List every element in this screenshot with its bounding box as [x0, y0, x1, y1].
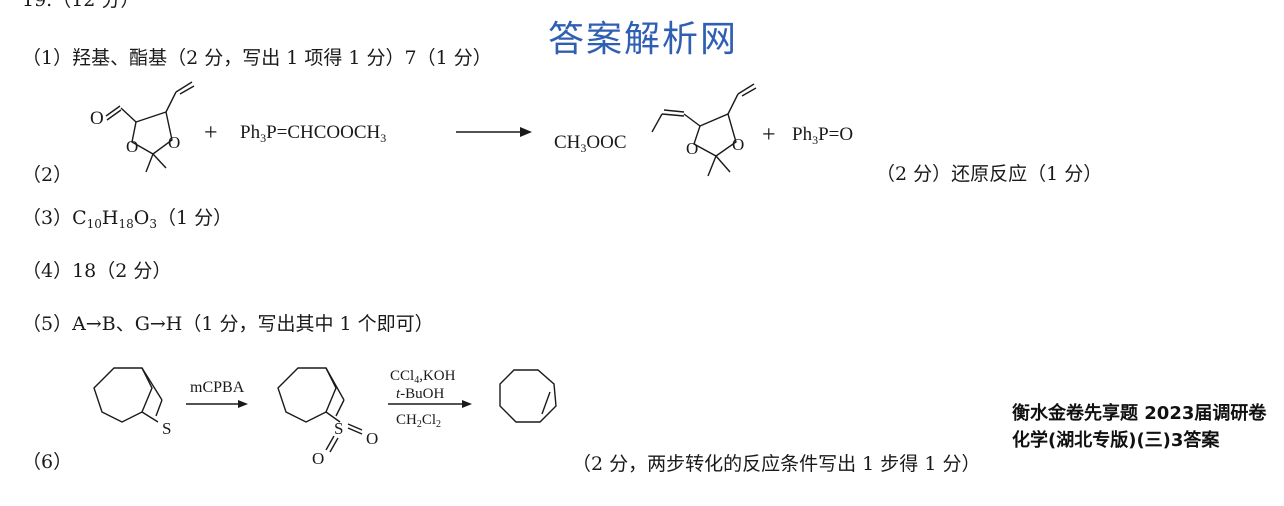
- answer-6-note: （2 分，两步转化的反应条件写出 1 步得 1 分）: [572, 453, 981, 475]
- ring-oxygen-1: O: [126, 137, 138, 156]
- product-ring-oxygen-1: O: [686, 139, 698, 158]
- sulfone-oxygen-2: O: [312, 449, 324, 468]
- step1-reagent: mCPBA: [190, 379, 245, 396]
- reaction-6-scheme: S mCPBA S O O CCl4,KOH t-BuOH CH2Cl2: [93, 367, 557, 468]
- answer-2-label: （2）: [22, 164, 73, 186]
- watermark: 答案解析网: [548, 19, 739, 60]
- step2-reagent-1: CCl4,KOH: [390, 368, 456, 386]
- step2-reagent-2: t-BuOH: [396, 386, 445, 402]
- reaction-2-scheme: O O O + Ph3P=CHCOOCH3 CH3OOC O O + Ph3P=…: [90, 81, 853, 177]
- sulfur-atom-2: S: [334, 419, 343, 438]
- molecular-formula: C10H18O3: [72, 207, 157, 231]
- sulfur-atom-1: S: [162, 419, 171, 438]
- step2-solvent: CH2Cl2: [396, 412, 441, 430]
- question-number: 19.（12 分）: [22, 0, 140, 11]
- answer-3-label: （3）: [22, 207, 73, 229]
- aldehyde-oxygen: O: [90, 108, 104, 129]
- plus-sign-1: +: [204, 120, 218, 146]
- answer-2-note: （2 分）还原反应（1 分）: [876, 163, 1103, 185]
- ester-group: CH3OOC: [554, 132, 627, 155]
- source-badge: 衡水金卷先享题 2023届调研卷 化学(湖北专版)(三)3答案: [1012, 403, 1267, 451]
- answer-4: （4）18（2 分）: [22, 260, 172, 282]
- plus-sign-2: +: [762, 122, 776, 148]
- answer-1: （1）羟基、酯基（2 分，写出 1 项得 1 分）7（1 分）: [22, 47, 492, 69]
- ring-oxygen-2: O: [168, 133, 180, 152]
- answer-3: （3）C10H18O3（1 分）: [22, 206, 232, 236]
- product-ring-oxygen-2: O: [732, 135, 744, 154]
- answer-3-note: （1 分）: [157, 207, 233, 229]
- sulfone-oxygen-1: O: [366, 429, 378, 448]
- answer-6-label: （6）: [22, 451, 73, 473]
- phosphine-oxide: Ph3P=O: [792, 124, 853, 147]
- answer-5: （5）A→B、G→H（1 分，写出其中 1 个即可）: [22, 313, 434, 335]
- ylide-reagent: Ph3P=CHCOOCH3: [240, 122, 386, 145]
